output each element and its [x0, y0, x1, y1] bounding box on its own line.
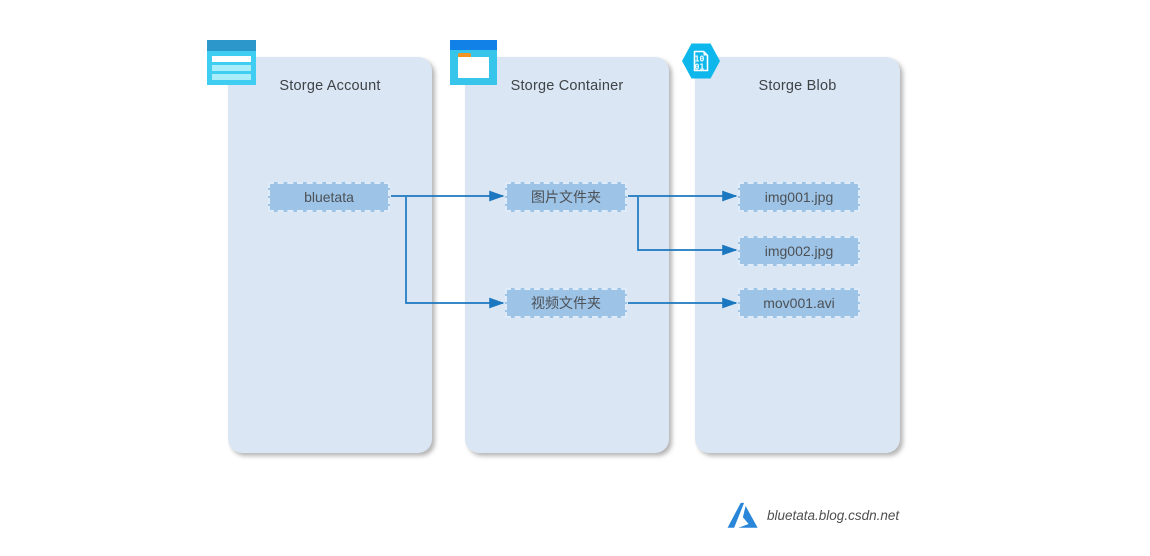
- blob-icon-binary-line1: 10: [695, 55, 705, 64]
- storage-account-icon: [207, 40, 256, 85]
- node-img001: img001.jpg: [738, 182, 860, 212]
- node-label: mov001.avi: [763, 295, 835, 311]
- node-mov001: mov001.avi: [738, 288, 860, 318]
- node-label: 图片文件夹: [531, 189, 601, 205]
- panel-title-storage-account: Storge Account: [279, 78, 381, 94]
- panel-storage-container: Storge Container 图片文件夹 视频文件夹: [450, 40, 669, 453]
- panel-storage-blob: 10 01 Storge Blob img001.jpg img002.jpg …: [682, 43, 900, 453]
- footer-credit: bluetata.blog.csdn.net: [727, 501, 899, 530]
- panel-title-storage-container: Storge Container: [510, 78, 624, 94]
- storage-blob-icon: 10 01: [682, 43, 720, 79]
- watermark-text: bluetata.blog.csdn.net: [767, 508, 900, 523]
- panel-storage-account: Storge Account bluetata: [207, 40, 432, 453]
- node-label: bluetata: [304, 189, 354, 205]
- blob-icon-binary-line2: 01: [695, 63, 705, 72]
- node-label: img002.jpg: [764, 243, 834, 259]
- node-label: img001.jpg: [764, 189, 834, 205]
- node-video-folder: 视频文件夹: [505, 288, 627, 318]
- azure-logo-icon: [727, 502, 758, 528]
- node-picture-folder: 图片文件夹: [505, 182, 627, 212]
- node-label: 视频文件夹: [531, 295, 601, 311]
- storage-container-icon: [450, 40, 497, 85]
- node-img002: img002.jpg: [738, 236, 860, 266]
- panel-title-storage-blob: Storge Blob: [758, 78, 837, 94]
- node-bluetata: bluetata: [268, 182, 390, 212]
